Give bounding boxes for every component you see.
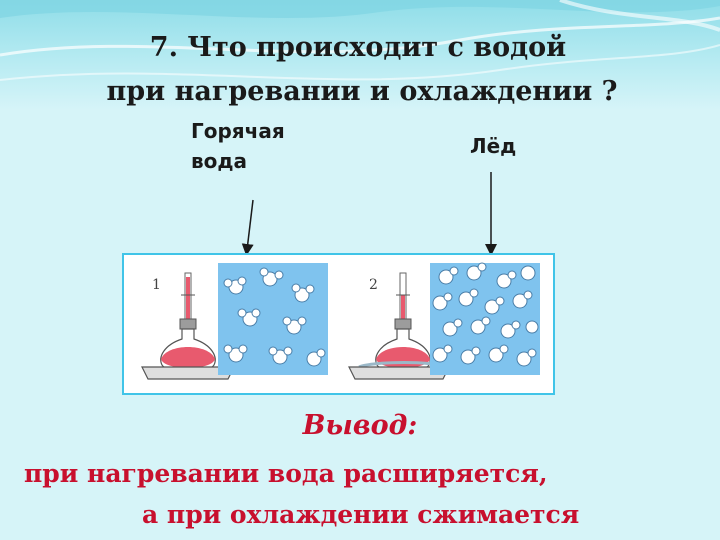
hot-water-label: Горячая вода xyxy=(191,119,285,173)
conclusion-heading: Вывод: xyxy=(302,410,418,441)
panel-2-number: 2 xyxy=(369,277,378,293)
hot-water-arrow xyxy=(241,199,254,256)
conclusion-line-1: при нагревании вода расширяется, xyxy=(24,459,548,488)
flask-2-cooled xyxy=(348,272,450,380)
molecules-hot xyxy=(223,267,326,367)
flask-1-heated xyxy=(141,272,235,380)
experiment-illustration: 1 2 xyxy=(141,262,540,380)
panel-1-number: 1 xyxy=(152,277,161,293)
wave-decoration xyxy=(0,0,720,81)
molecules-cold xyxy=(432,262,539,367)
conclusion-line-2: а при охлаждении сжимается xyxy=(142,500,580,529)
header-background xyxy=(0,0,720,110)
slide-title-line-2: при нагревании и охлаждении ? xyxy=(106,76,618,107)
ice-label: Лёд xyxy=(470,134,517,158)
slide-title-line-1: 7. Что происходит с водой xyxy=(149,32,567,63)
experiment-figure: 1 2 xyxy=(122,253,555,395)
